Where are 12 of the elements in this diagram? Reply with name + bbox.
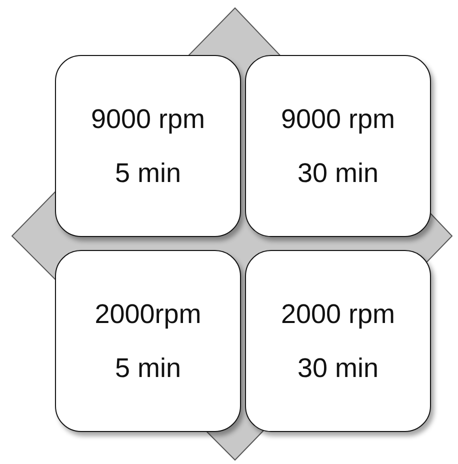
box-text: 2000rpm [94,299,202,329]
box-text: 9000 rpm [280,104,396,134]
box-text: 30 min [297,158,379,188]
box-text: 30 min [297,353,379,383]
box-text: 5 min [114,158,182,188]
box-text: 2000 rpm [280,299,396,329]
box-text: 9000 rpm [90,104,206,134]
rounded-box [55,55,241,237]
rounded-box [245,250,431,432]
box-text: 5 min [114,353,182,383]
rounded-box [245,55,431,237]
rounded-box [55,250,241,432]
